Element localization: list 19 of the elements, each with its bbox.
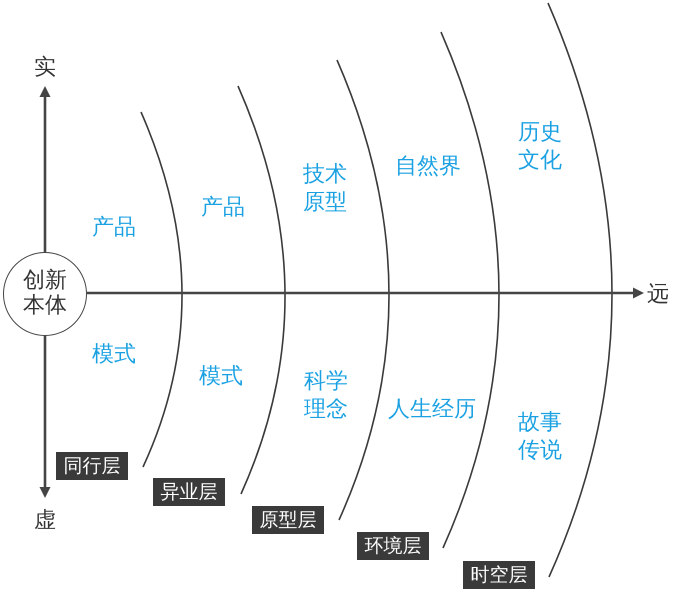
layer-tag: 异业层 [153,478,225,506]
layer-term: 科学理念 [303,368,349,424]
axis-label: 远 [647,284,669,306]
layer-tag: 环境层 [357,532,429,560]
layer-term: 模式 [92,344,136,366]
layer-tag: 时空层 [463,561,535,589]
axis-label: 虚 [34,510,56,532]
layer-term: 产品 [201,197,245,219]
layer-term: 故事传说 [517,409,563,465]
layer-term: 自然界 [395,156,461,178]
layer-term: 人生经历 [388,399,476,421]
layer-term: 历史文化 [517,119,563,175]
layer-tag: 同行层 [56,452,128,480]
layer-term: 技术原型 [302,161,348,217]
core-label: 创新本体 [22,269,68,319]
layer-term: 产品 [92,217,136,239]
layer-tag: 原型层 [252,506,324,534]
layer-term: 模式 [199,366,243,388]
axis-label: 实 [34,57,56,79]
